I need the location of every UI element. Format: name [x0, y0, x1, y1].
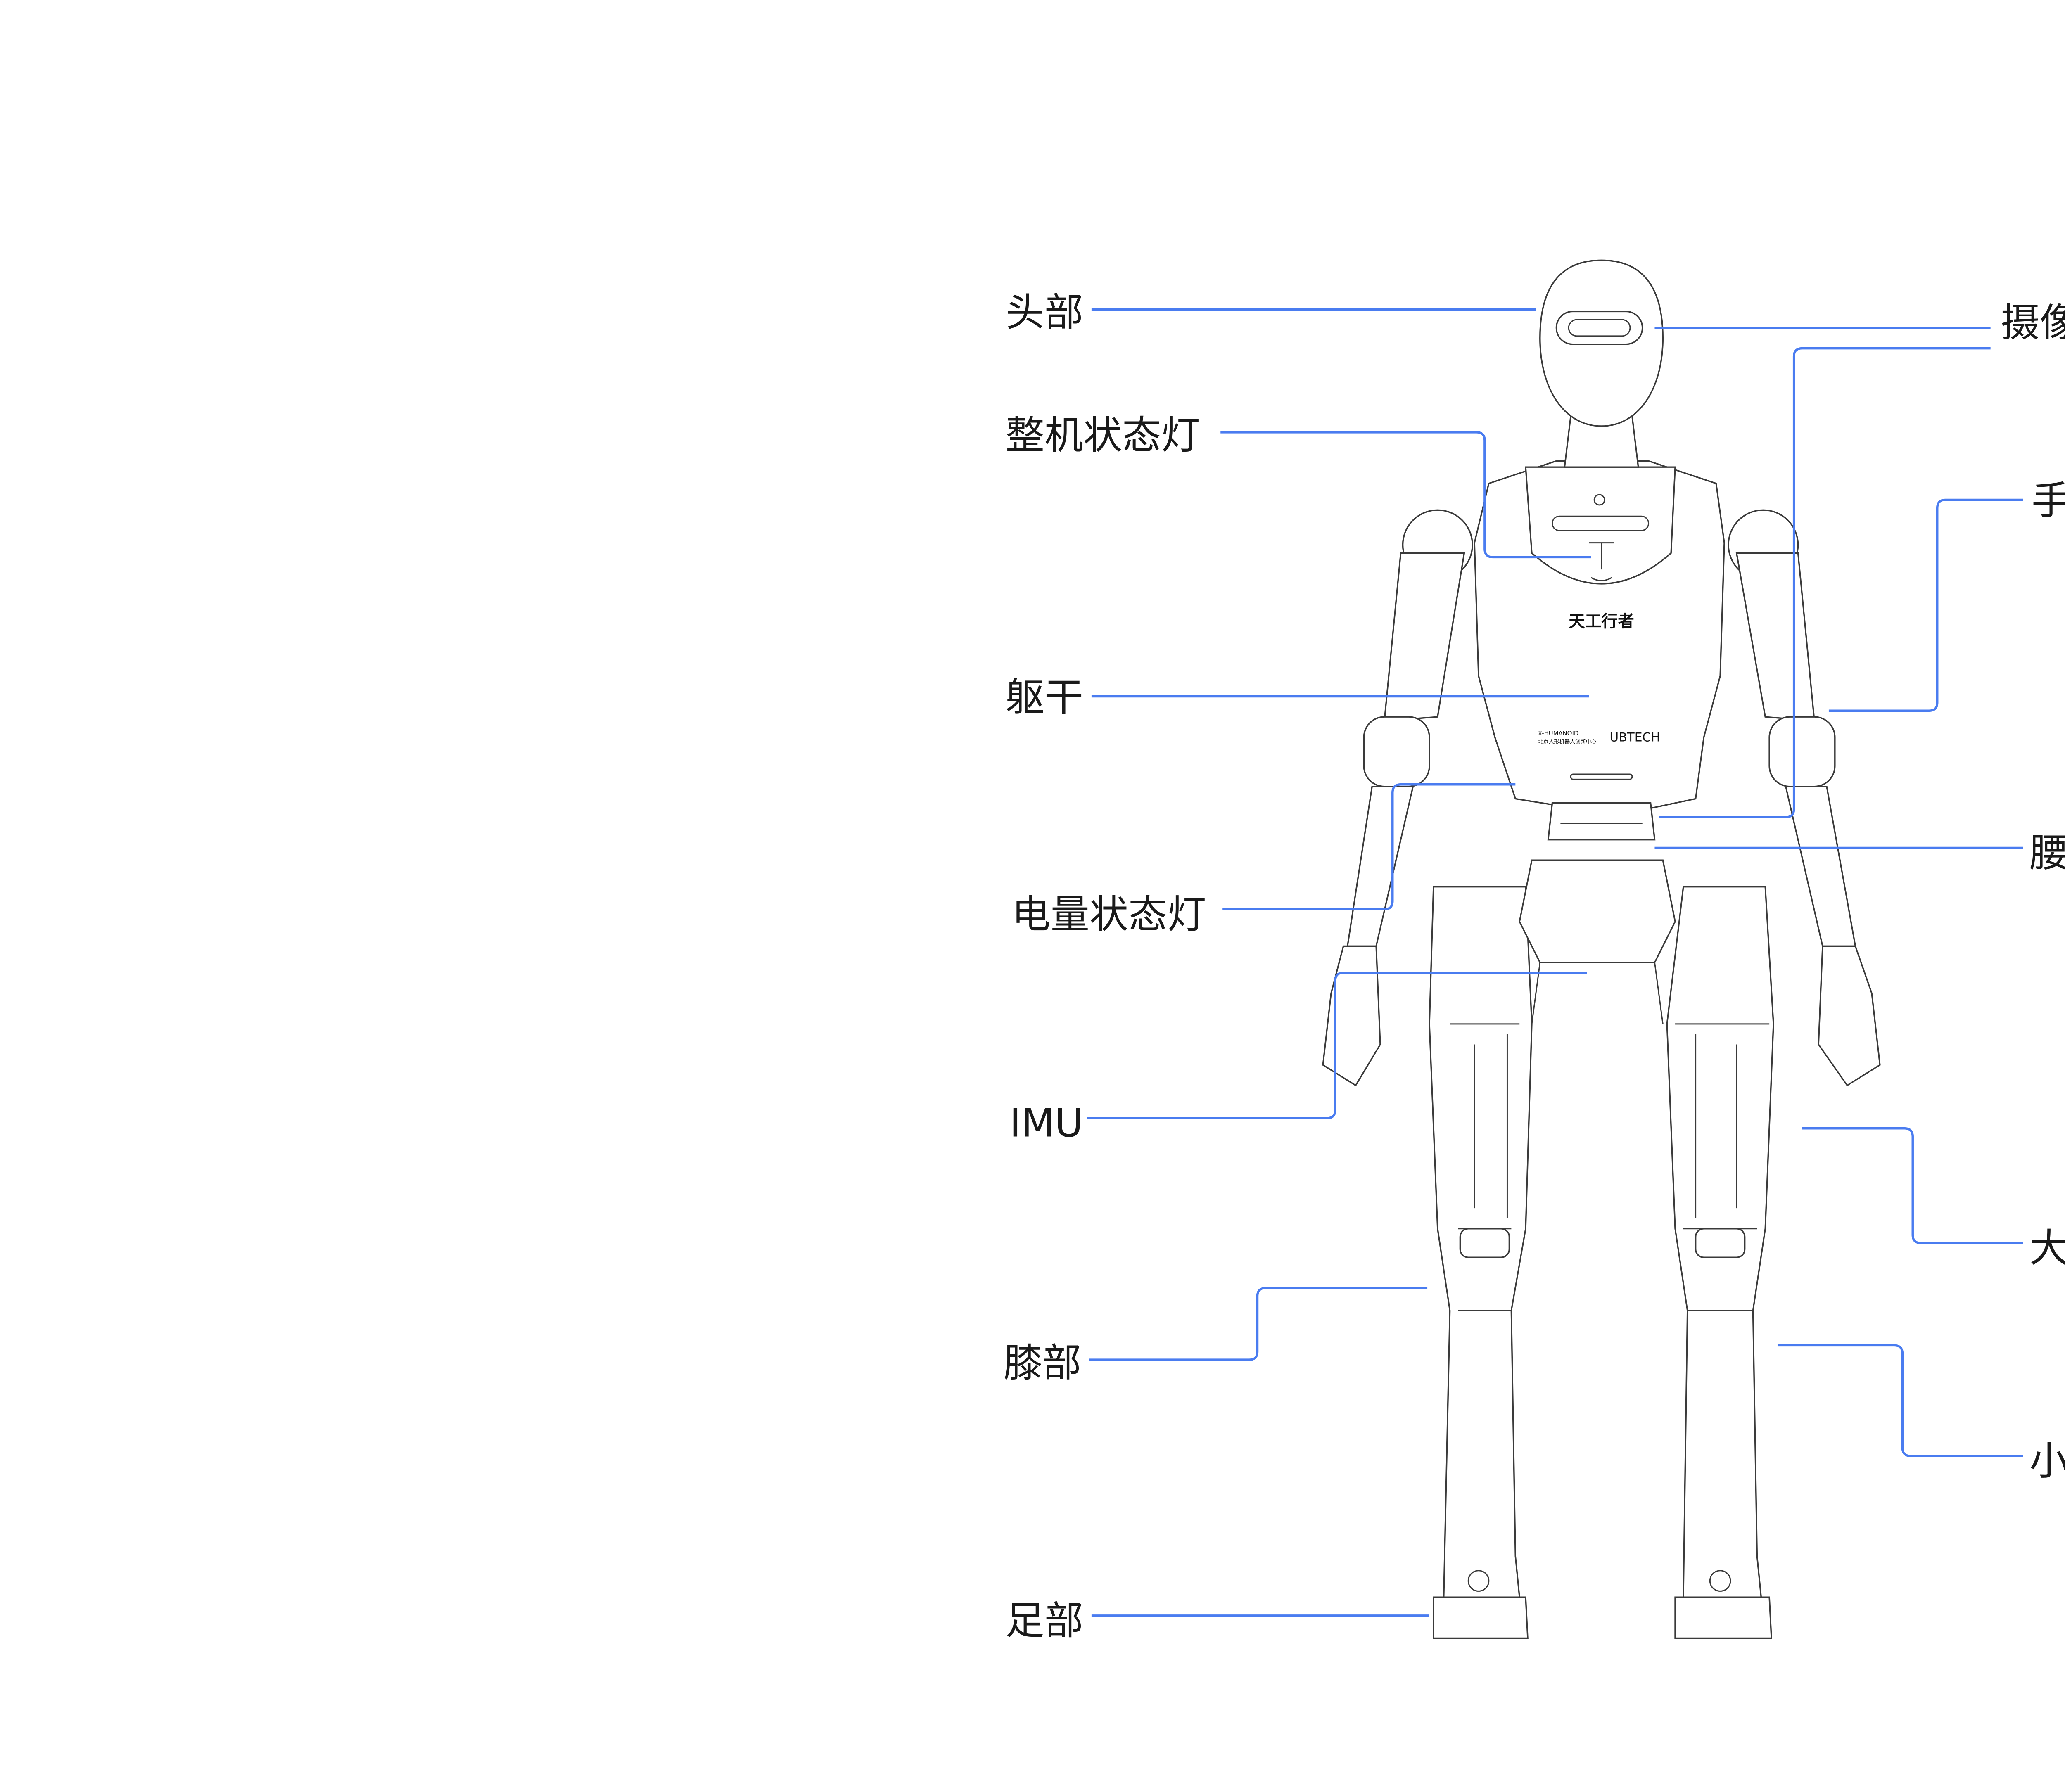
label-battery-light: 电量状态灯: [1011, 892, 1206, 937]
org-name-marking: 北京人形机器人创新中心: [1538, 739, 1597, 745]
leader-line-battery-light: [1222, 783, 1516, 910]
leader-line-imu: [1087, 972, 1587, 1119]
right-leg: [1666, 886, 1774, 1639]
pelvis: [1519, 859, 1676, 963]
leader-line-waist-upper: [1659, 347, 1991, 818]
label-shin: 小腿: [2029, 1439, 2065, 1484]
left-leg: [1429, 886, 1533, 1639]
leader-line-shin: [1777, 1344, 2023, 1457]
label-arm: 手臂: [2032, 479, 2065, 524]
leader-line-status-light: [1220, 431, 1591, 559]
label-knee: 膝部: [1004, 1341, 1081, 1386]
label-torso: 躯干: [1006, 675, 1083, 720]
label-foot: 足部: [1006, 1599, 1083, 1644]
org-logo-marking: X-HUMANOID: [1538, 730, 1578, 737]
left-arm: [1322, 509, 1473, 1087]
leader-lines: [1087, 308, 2023, 1617]
leader-line-knee: [1089, 1287, 1428, 1361]
product-name-marking: 天工行者: [1569, 612, 1634, 631]
brand-marking: UBTECH: [1609, 730, 1660, 745]
leader-line-thigh: [1802, 1127, 2023, 1244]
label-head: 头部: [1006, 290, 1083, 335]
label-camera: 摄像头: [2001, 301, 2065, 346]
leader-line-arm: [1828, 498, 2023, 712]
label-waist: 腰部: [2029, 831, 2065, 876]
robot-illustration: 天工行者 X-HUMANOID 北京人形机器人创新中心 UBTECH: [1322, 259, 1881, 1639]
waist-joint: [1547, 802, 1656, 841]
label-imu: IMU: [1010, 1101, 1083, 1146]
label-thigh: 大腿: [2029, 1226, 2065, 1271]
part-labels: 头部 摄像头 整机状态灯 手臂 躯干 电量状态灯 腰部 IMU 大腿 膝部 小腿…: [1004, 290, 2065, 1643]
label-status-light: 整机状态灯: [1006, 413, 1200, 458]
right-arm: [1728, 509, 1881, 1087]
